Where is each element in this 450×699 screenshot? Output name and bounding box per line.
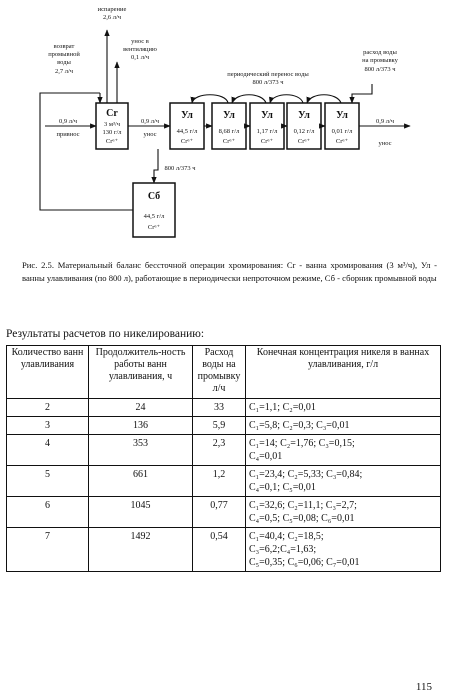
cr-tank-volume: 3 м³/ч <box>104 121 121 128</box>
transfer-arc-1 <box>190 94 229 104</box>
cell-count: 4 <box>6 434 89 466</box>
collector-tank-name: Сб <box>148 191 160 202</box>
rinse-to-collector-arrow <box>151 149 159 184</box>
rinse-tank-concentration: 1,17 г/л <box>257 128 278 135</box>
rinse-tanks: Ул 44,5 г/л Cr⁶⁺ Ул 8,68 г/л Cr⁶⁺ Ул 1,1… <box>169 102 360 150</box>
to-collector-value: 800 л/373 ч <box>164 165 196 172</box>
evaporation-label: испарение <box>98 6 127 13</box>
rinse-tank-ion: Cr⁶⁺ <box>261 138 273 145</box>
cell-concentration: C₁=5,8; C₂=0,3; C₃=0,01 <box>245 416 441 435</box>
cr-tank-ion: Cr⁶⁺ <box>106 138 118 145</box>
svg-text:на промывку: на промывку <box>362 57 398 64</box>
table-header-row: Количество ванн улавливания Продолжитель… <box>6 345 441 399</box>
cell-flow: 0,77 <box>192 496 246 528</box>
diagram-labels: испарение 2,6 л/ч возврат промывной воды… <box>48 6 398 172</box>
rinse-tank-3: Ул 1,17 г/л Cr⁶⁺ <box>249 102 285 150</box>
rinse-tank-name: Ул <box>261 110 273 121</box>
cr-tank: Cr 3 м³/ч 130 г/л Cr⁶⁺ <box>95 102 129 150</box>
periodic-transfer-value: 800 л/373 ч <box>252 79 284 86</box>
collector-tank-ion: Cr⁶⁺ <box>148 224 160 231</box>
cell-concentration: C₁=14; C₂=1,76; C₃=0,15;C₄=0,01 <box>245 434 441 466</box>
header-concentration: Конечная концентрация никеля в ваннах ул… <box>245 345 441 399</box>
svg-text:вентиляцию: вентиляцию <box>123 46 157 53</box>
rinse-tank-name: Ул <box>298 110 310 121</box>
rinse-tank-concentration: 0,12 г/л <box>294 128 315 135</box>
cr-tank-name: Cr <box>106 108 118 119</box>
cell-concentration: C₁=1,1; C₂=0,01 <box>245 398 441 417</box>
svg-text:промывной: промывной <box>48 51 80 58</box>
header-duration: Продолжитель-ность работы ванн улавливан… <box>88 345 193 399</box>
cell-flow: 5,9 <box>192 416 246 435</box>
rinse-tank-ion: Cr⁶⁺ <box>181 138 193 145</box>
cell-concentration: C₁=23,4; C₂=5,33; C₃=0,84;C₄=0,1; C₅=0,0… <box>245 465 441 497</box>
collector-tank: Сб 44,5 г/л Cr⁶⁺ <box>132 182 176 238</box>
cell-count: 7 <box>6 527 89 572</box>
cell-flow: 1,2 <box>192 465 246 497</box>
cell-flow: 2,3 <box>192 434 246 466</box>
cell-flow: 0,54 <box>192 527 246 572</box>
cell-duration: 1045 <box>88 496 193 528</box>
return-loop-line <box>39 92 133 211</box>
material-balance-diagram: Cr 3 м³/ч 130 г/л Cr⁶⁺ Ул 44,5 г/л Cr⁶⁺ … <box>39 6 411 238</box>
exit-label: унос <box>378 140 391 147</box>
cell-flow: 33 <box>192 398 246 417</box>
rinse-tank-name: Ул <box>336 110 348 121</box>
cell-duration: 24 <box>88 398 193 417</box>
wash-water-arrow <box>349 84 373 104</box>
rinse-tank-2: Ул 8,68 г/л Cr⁶⁺ <box>211 102 247 150</box>
cr-carryover-value: 0,9 л/ч <box>141 118 160 125</box>
cell-duration: 353 <box>88 434 193 466</box>
cr-tank-concentration: 130 г/л <box>102 129 122 136</box>
svg-text:воды: воды <box>57 59 71 66</box>
rinse-tank-5: Ул 0,01 г/л Cr⁶⁺ <box>324 102 360 150</box>
cell-concentration: C₁=32,6; C₂=11,1; C₃=2,7;C₄=0,5; C₅=0,08… <box>245 496 441 528</box>
header-flow: Расход воды на промывку л/ч <box>192 345 246 399</box>
cell-duration: 661 <box>88 465 193 497</box>
exit-value: 0,9 л/ч <box>376 118 395 125</box>
rinse-tank-concentration: 0,01 г/л <box>332 128 353 135</box>
evaporation-value: 2,6 л/ч <box>103 14 122 21</box>
vent-carryover-value: 0,1 л/ч <box>131 54 150 61</box>
rinse-tank-ion: Cr⁶⁺ <box>223 138 235 145</box>
cell-duration: 1492 <box>88 527 193 572</box>
wash-water-label: расход воды <box>363 49 397 56</box>
header-count: Количество ванн улавливания <box>6 345 89 399</box>
dragin-value: 0,9 л/ч <box>59 118 78 125</box>
cell-count: 5 <box>6 465 89 497</box>
collector-tank-concentration: 44,5 г/л <box>144 213 165 220</box>
wash-water-value: 800 л/373 ч <box>364 66 396 73</box>
cell-count: 6 <box>6 496 89 528</box>
rinse-tank-concentration: 44,5 г/л <box>177 128 198 135</box>
rinse-tank-name: Ул <box>181 110 193 121</box>
figure-caption: Рис. 2.5. Материальный баланс бессточной… <box>22 260 437 283</box>
rinse-tank-name: Ул <box>223 110 235 121</box>
results-table: Количество ванн улавливания Продолжитель… <box>6 345 441 572</box>
cell-count: 3 <box>6 416 89 435</box>
rinse-tank-ion: Cr⁶⁺ <box>298 138 310 145</box>
dragin-label: привнос <box>56 131 79 138</box>
periodic-transfer-label: периодический перенос воды <box>227 71 309 78</box>
cell-concentration: C₁=40,4; C₂=18,5;C₃=6,2;C₄=1,63;C₅=0,35;… <box>245 527 441 572</box>
results-title: Результаты расчетов по никелированию: <box>6 328 205 340</box>
return-water-value: 2,7 л/ч <box>55 68 74 75</box>
rinse-tank-1: Ул 44,5 г/л Cr⁶⁺ <box>169 102 205 150</box>
cell-duration: 136 <box>88 416 193 435</box>
rinse-tank-concentration: 8,68 г/л <box>219 128 240 135</box>
flow-lines <box>39 29 411 211</box>
vent-carryover-label: унос в <box>131 38 149 45</box>
cr-carryover-label: унос <box>143 131 156 138</box>
rinse-tank-ion: Cr⁶⁺ <box>336 138 348 145</box>
rinse-tank-4: Ул 0,12 г/л Cr⁶⁺ <box>286 102 322 150</box>
cell-count: 2 <box>6 398 89 417</box>
page-number: 115 <box>415 681 432 693</box>
return-water-label: возврат <box>54 43 75 50</box>
